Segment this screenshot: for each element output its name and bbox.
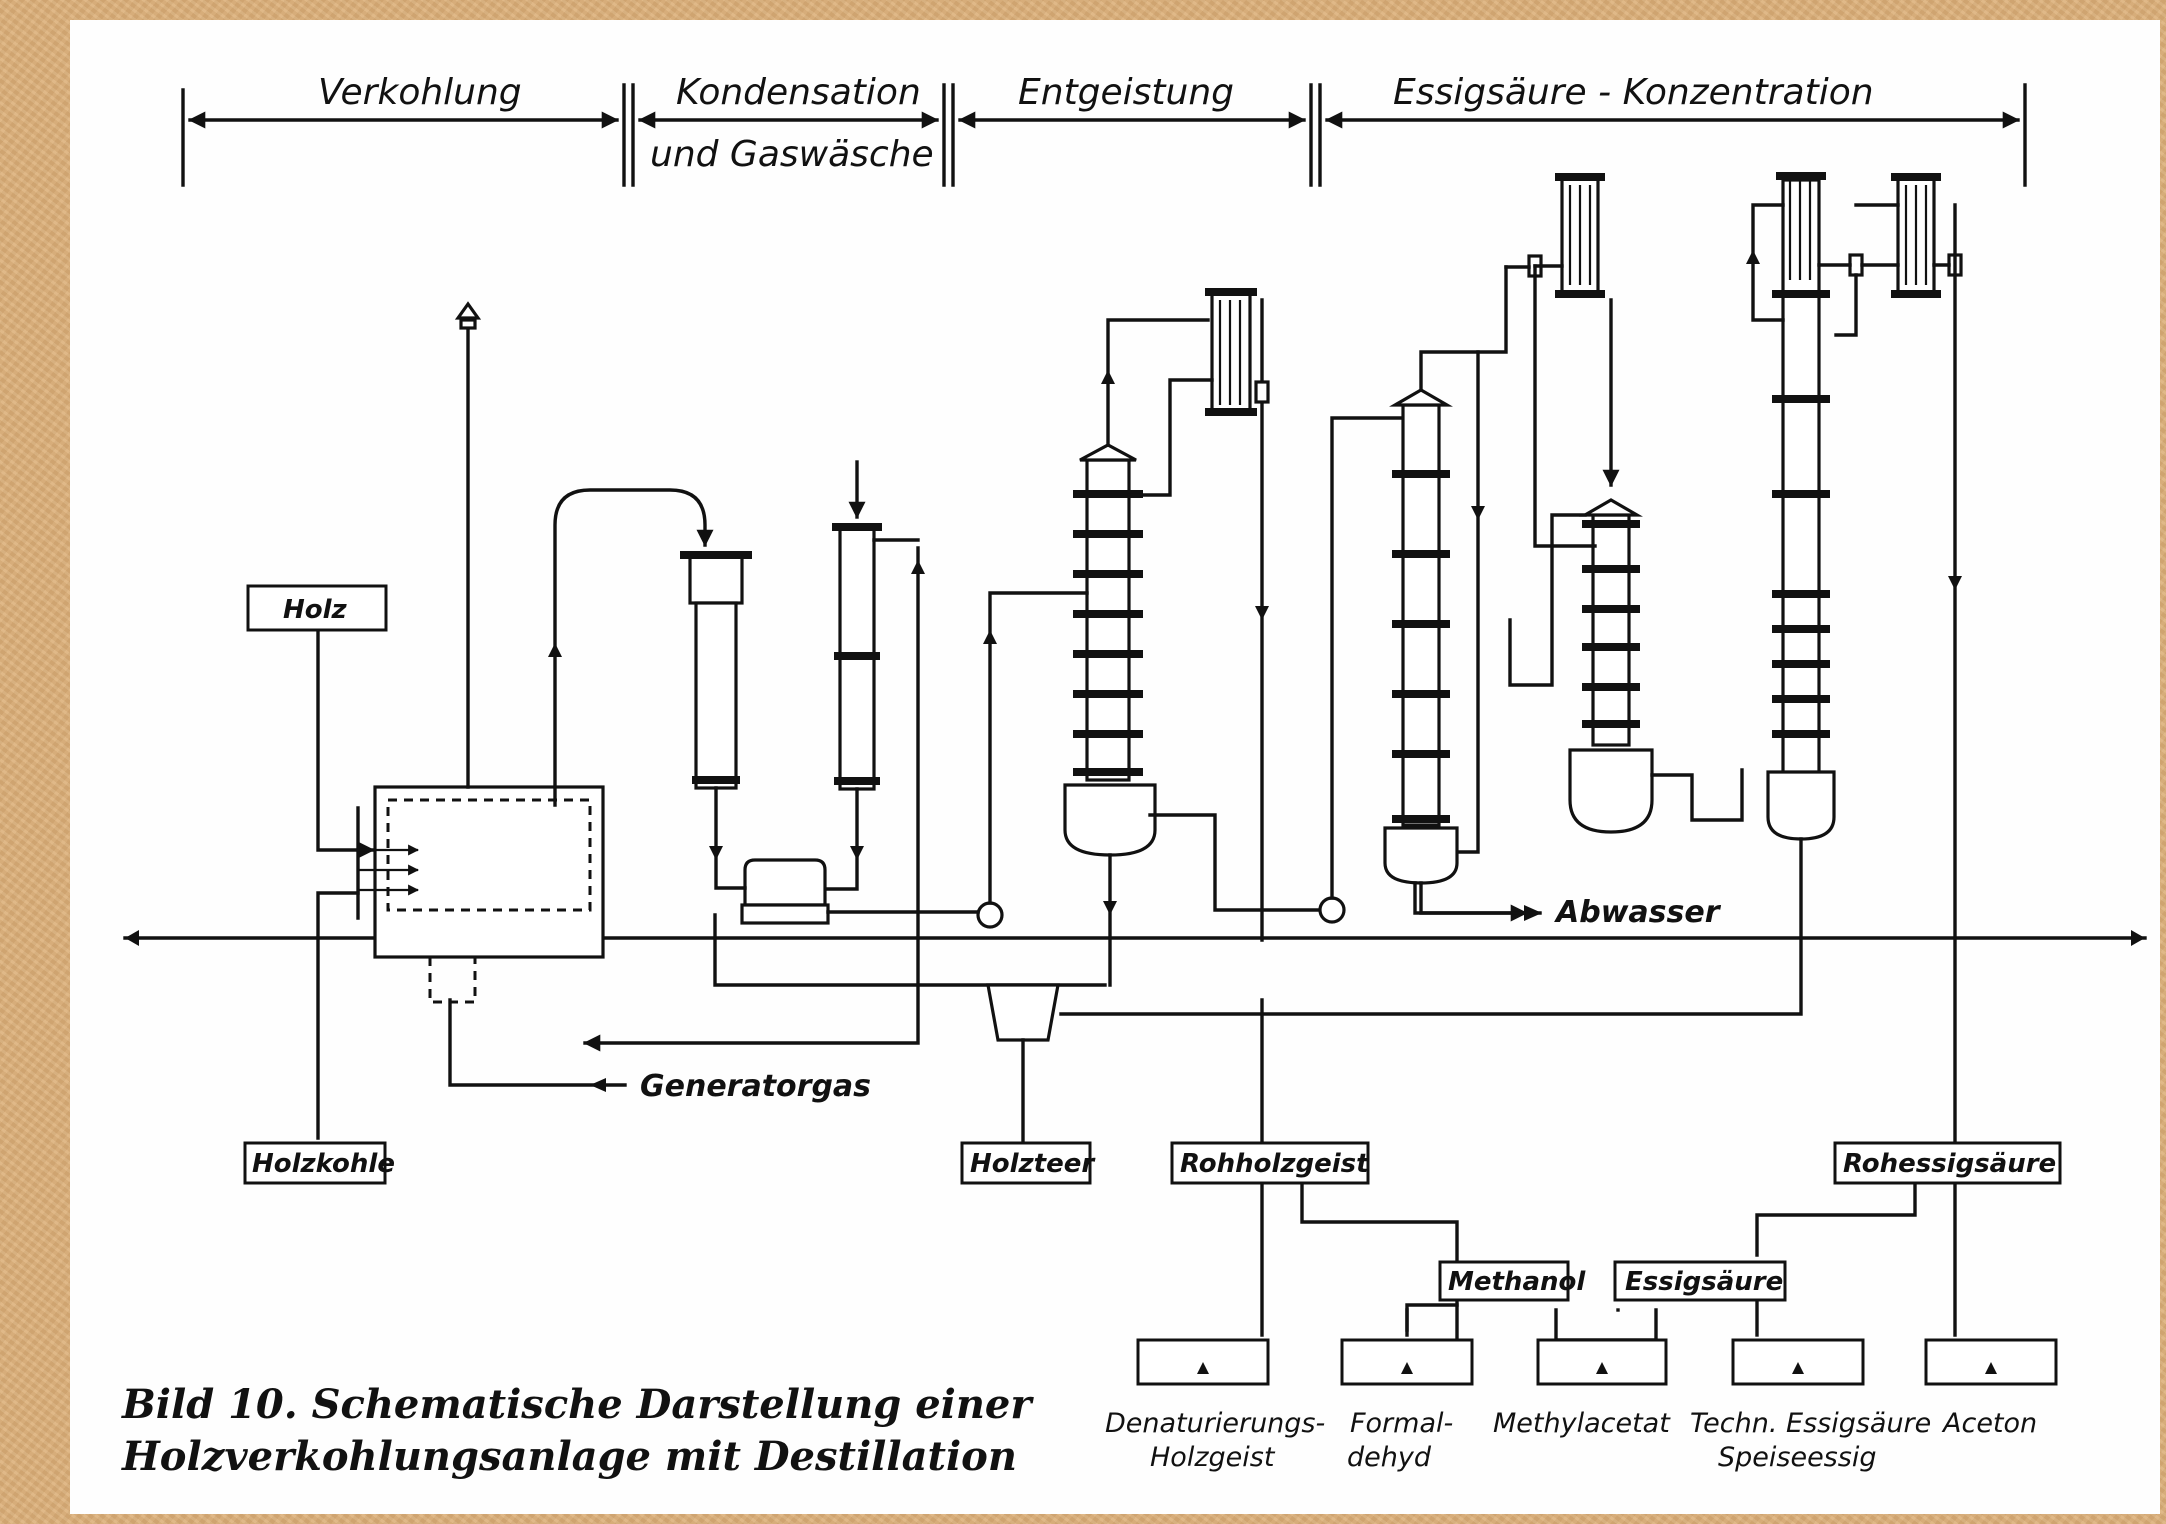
label-rohholzgeist: Rohholzgeist — [1170, 1141, 1370, 1185]
product-boxes — [1136, 1338, 2058, 1386]
label-methanol: Methanol — [1438, 1260, 1586, 1302]
product-aceton: Aceton — [1941, 1408, 2037, 1439]
product-names: Denaturierungs- Holzgeist Formal- dehyd … — [1105, 1408, 2037, 1473]
product-holzgeist: Holzgeist — [1150, 1442, 1276, 1473]
svg-text:Rohessigsäure: Rohessigsäure — [1843, 1149, 2056, 1179]
svg-text:Holzkohle: Holzkohle — [252, 1149, 395, 1179]
product-speiseessig: Speiseessig — [1718, 1442, 1876, 1473]
label-holzteer: Holzteer — [960, 1141, 1096, 1185]
label-essigsaeure: Essigsäure — [1613, 1260, 1787, 1302]
svg-text:Rohholzgeist: Rohholzgeist — [1180, 1149, 1370, 1179]
svg-text:Essigsäure: Essigsäure — [1625, 1267, 1783, 1297]
product-denaturierungs: Denaturierungs- — [1105, 1408, 1325, 1439]
caption-line1: Bild 10. Schematische Darstellung einer — [121, 1381, 1034, 1428]
section-kondensation: Kondensation — [676, 72, 921, 113]
section-entgeistung: Entgeistung — [1018, 72, 1234, 113]
methanol-column — [983, 288, 1346, 987]
product-lines — [1260, 998, 1957, 1372]
product-dehyd: dehyd — [1347, 1442, 1432, 1473]
tar-separator — [986, 983, 1060, 1150]
section-verkohlung: Verkohlung — [318, 72, 522, 113]
svg-text:Holz: Holz — [283, 595, 348, 625]
product-techn-essigsaeure: Techn. Essigsäure — [1690, 1408, 1931, 1439]
svg-text:Methanol: Methanol — [1448, 1267, 1586, 1297]
section-gaswaesche: und Gaswäsche — [650, 134, 934, 175]
label-holzkohle: Holzkohle — [243, 1141, 395, 1185]
product-methylacetat: Methylacetat — [1493, 1408, 1671, 1439]
section-essigsaeure-konzentration: Essigsäure - Konzentration — [1393, 72, 1874, 113]
section-header: Verkohlung Kondensation und Gaswäsche En… — [181, 72, 2027, 187]
condensers — [680, 460, 1107, 987]
acetic-acid-columns — [1059, 172, 1963, 1167]
carbonization-retort — [316, 301, 920, 1140]
product-formal: Formal- — [1350, 1408, 1453, 1439]
generatorgas-label: Generatorgas — [640, 1069, 871, 1104]
abwasser-label: Abwasser — [1554, 895, 1722, 930]
caption-line2: Holzverkohlungsanlage mit Destillation — [121, 1433, 1017, 1480]
svg-text:Holzteer: Holzteer — [970, 1149, 1096, 1179]
label-holz: Holz — [246, 584, 388, 632]
label-rohessigsaeure: Rohessigsäure — [1833, 1141, 2062, 1185]
